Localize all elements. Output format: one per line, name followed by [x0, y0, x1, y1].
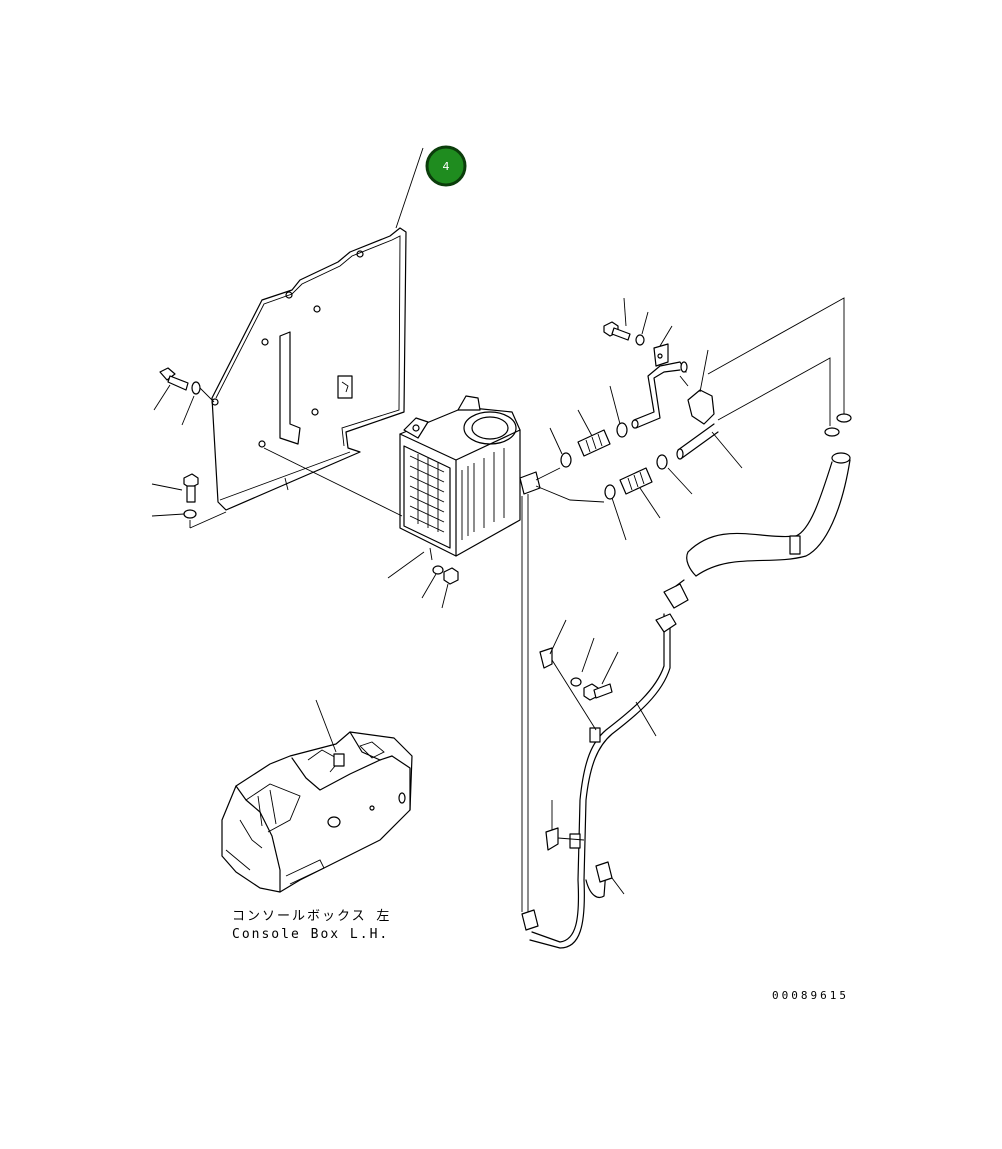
- washer-top: [635, 334, 645, 346]
- callout-4-leader: [395, 147, 424, 229]
- mounting-plate: [211, 227, 407, 511]
- wire-harness: [521, 579, 689, 949]
- console-box: [221, 731, 413, 893]
- nut-under-heater: [443, 567, 459, 585]
- callout-4-circle: [425, 145, 467, 187]
- caption-japanese: コンソールボックス 左: [232, 909, 391, 924]
- clip-right-1: [836, 413, 852, 423]
- hose-clamp-4: [656, 454, 668, 470]
- clip-right-2: [824, 427, 840, 437]
- bracket-harness-lower: [545, 827, 585, 851]
- washer-lower-left: [183, 509, 197, 519]
- washer-harness: [570, 677, 582, 687]
- hose-short-2: [619, 467, 653, 495]
- hose-clamp-3: [604, 484, 616, 500]
- drawing-number: 00089615: [772, 989, 849, 1002]
- caption-english: Console Box L.H.: [232, 927, 389, 942]
- bolt-harness: [583, 683, 613, 701]
- hose-clamp-1: [560, 452, 572, 468]
- washer-under-heater: [432, 565, 444, 575]
- callout-4-label: 4: [443, 160, 450, 173]
- pipe-with-bracket: [631, 343, 688, 429]
- callout-4-hotspot[interactable]: 4: [425, 145, 467, 187]
- bolt-upper-left: [159, 367, 189, 391]
- hose-clamp-2: [616, 422, 628, 438]
- elbow-pipe: [676, 389, 719, 460]
- washer-upper-left: [191, 381, 201, 395]
- bracket-harness-upper: [539, 647, 597, 731]
- hose-short-1: [577, 429, 611, 457]
- duct-bent: [686, 452, 851, 577]
- heater-unit: [399, 395, 541, 561]
- bolt-top: [603, 321, 631, 341]
- bolt-lower-left: [183, 473, 199, 503]
